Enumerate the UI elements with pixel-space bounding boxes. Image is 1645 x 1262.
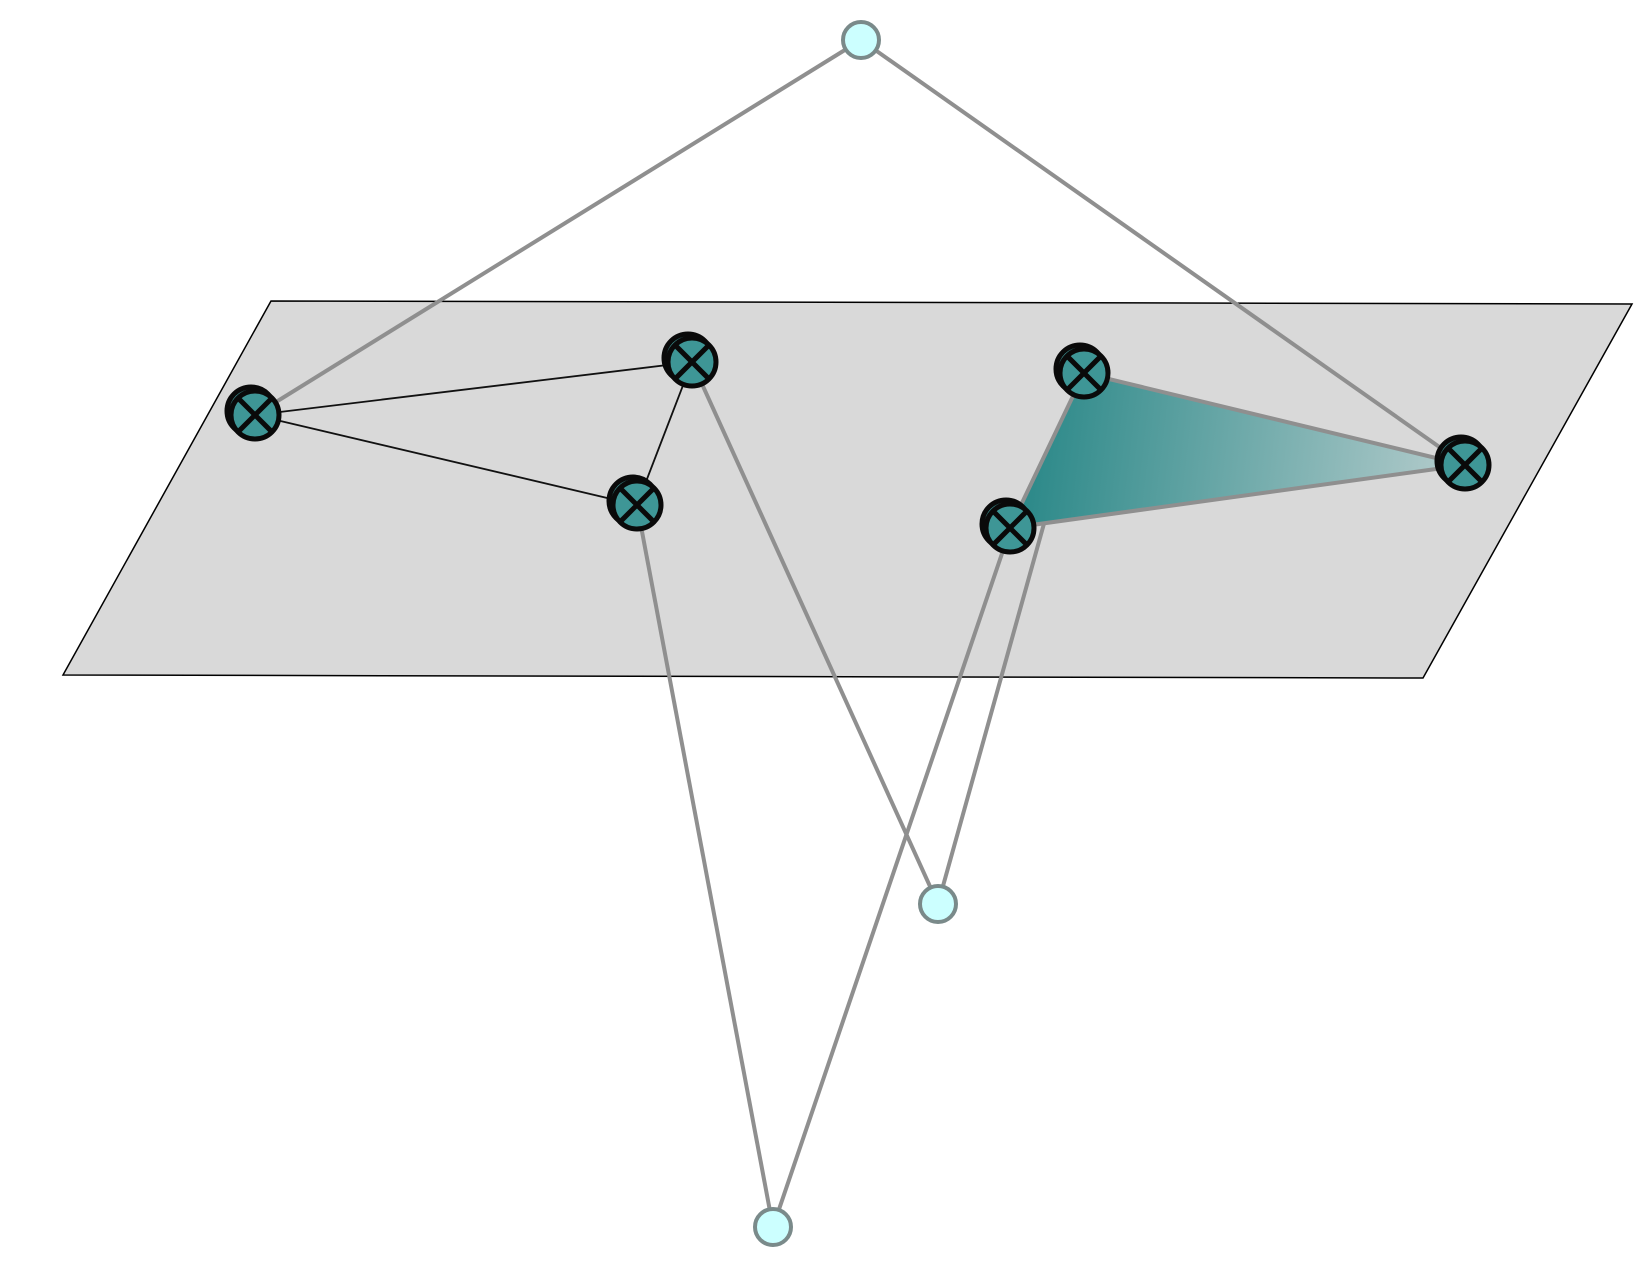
link-host-top-router-a xyxy=(253,38,863,417)
link-host-top-router-f xyxy=(859,38,1467,467)
router-a[interactable] xyxy=(224,384,282,442)
host-links xyxy=(253,38,1467,1228)
host-middle[interactable] xyxy=(918,884,958,924)
circle-icon xyxy=(753,1207,793,1247)
host-top[interactable] xyxy=(841,20,881,60)
router-f[interactable] xyxy=(1434,434,1492,492)
link-router-c-host-bottom xyxy=(635,504,775,1228)
router-c[interactable] xyxy=(606,474,664,532)
circle-x-icon xyxy=(673,343,711,381)
circle-x-icon xyxy=(236,396,274,434)
router-e[interactable] xyxy=(979,497,1037,555)
plane xyxy=(61,300,1634,679)
circle-icon xyxy=(918,884,958,924)
shaded-triangle xyxy=(1008,371,1467,530)
router-d[interactable] xyxy=(1053,342,1111,400)
circle-icon xyxy=(841,20,881,60)
host-bottom[interactable] xyxy=(753,1207,793,1247)
link-router-a-router-c xyxy=(254,414,638,506)
circle-x-icon xyxy=(991,509,1029,547)
link-router-e-host-middle xyxy=(936,519,1047,905)
router-b[interactable] xyxy=(661,331,719,389)
circle-x-icon xyxy=(1065,354,1103,392)
circle-x-icon xyxy=(1446,446,1484,484)
link-router-a-router-b xyxy=(254,361,693,416)
circle-x-icon xyxy=(618,486,656,524)
link-router-e-host-bottom xyxy=(771,529,1012,1228)
link-router-b-host-middle xyxy=(690,361,940,905)
